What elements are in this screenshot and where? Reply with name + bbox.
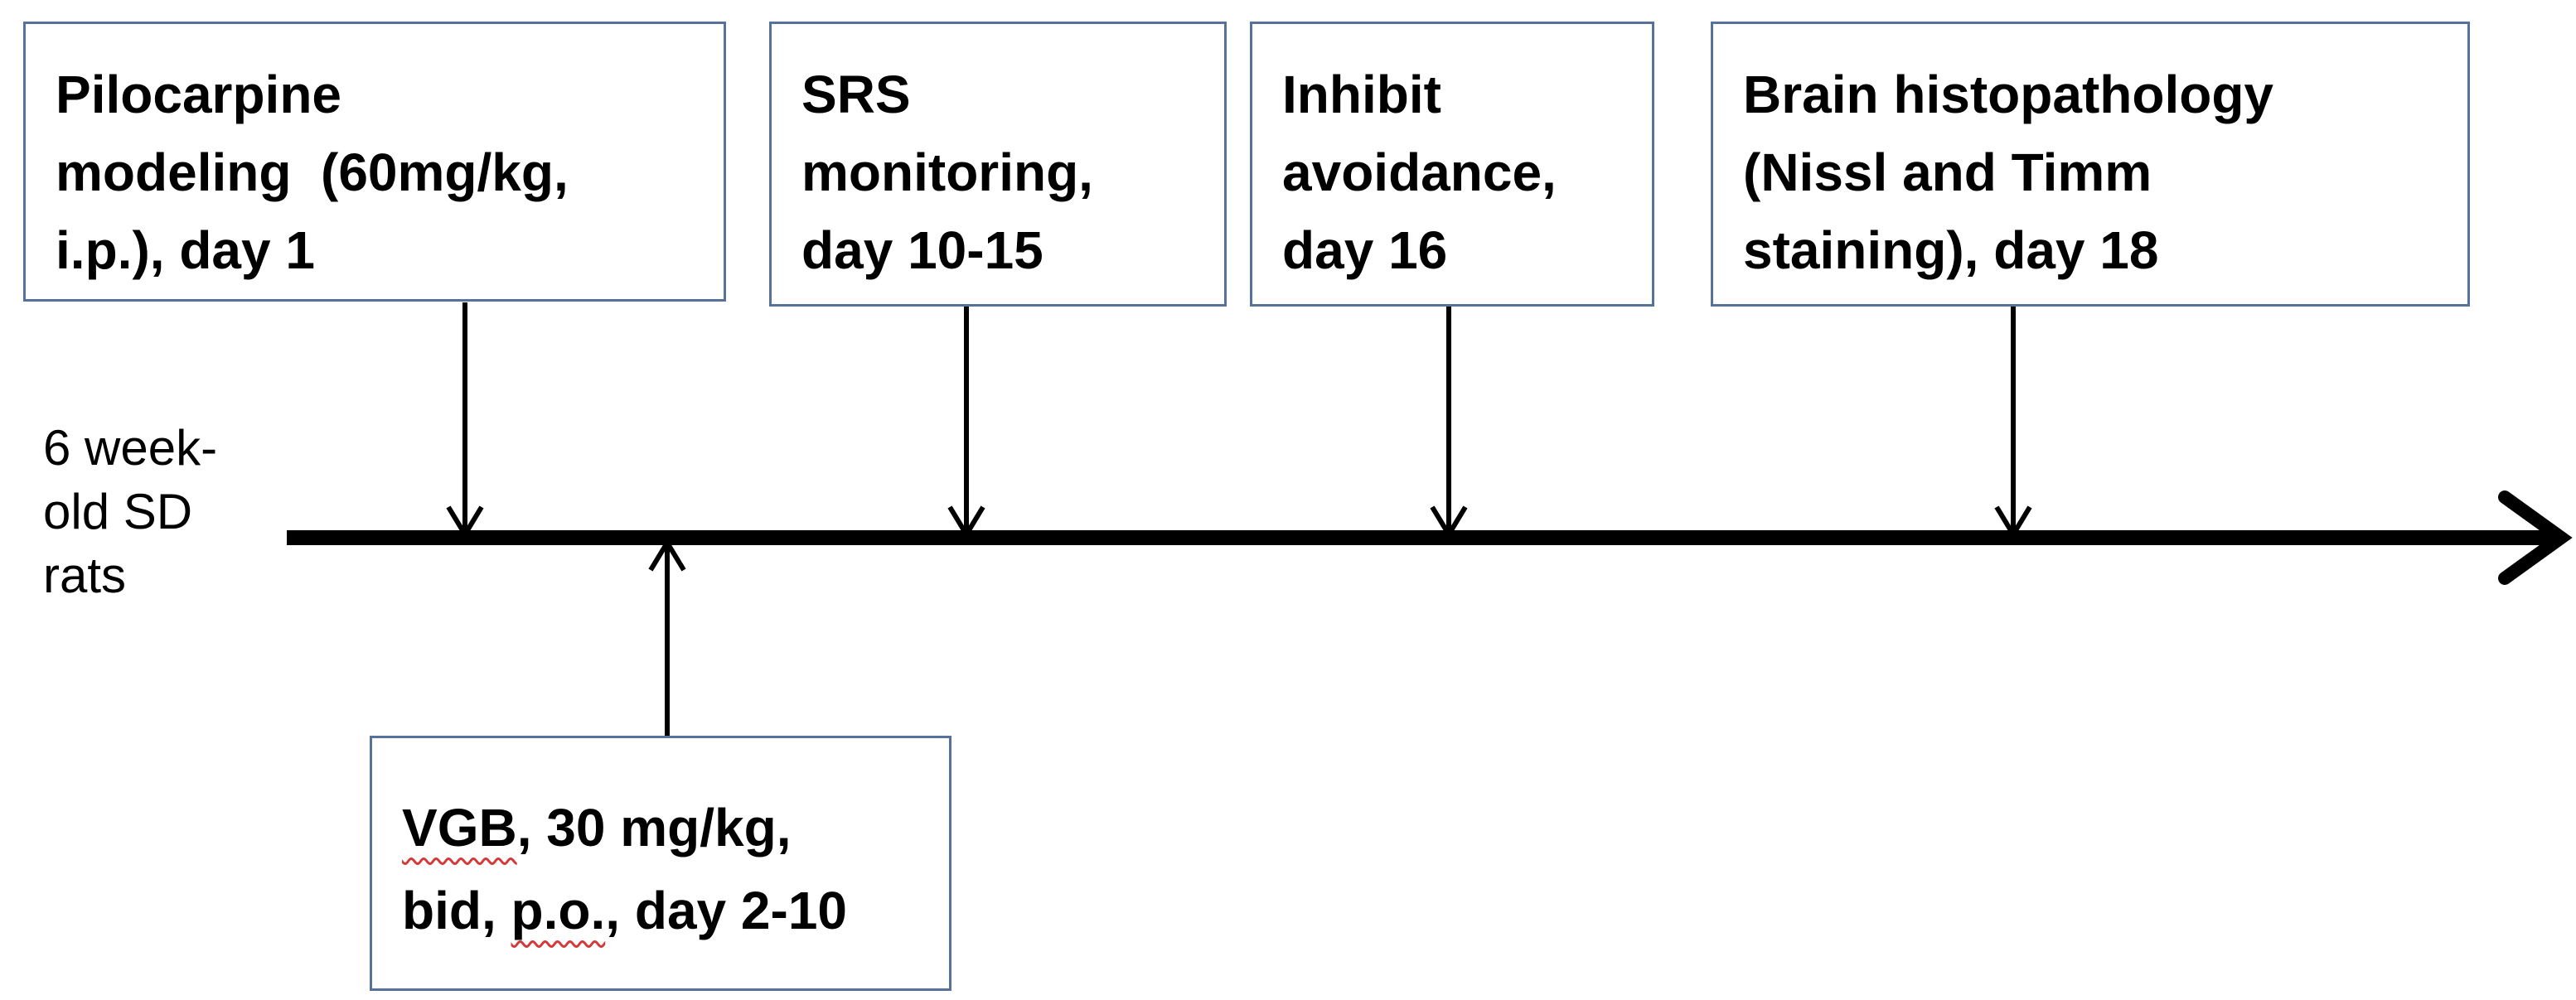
event-text-line: avoidance, [1282, 143, 1557, 202]
event-text-line: SRS [801, 65, 911, 124]
start-label-line: 6 week- [43, 420, 218, 476]
event-arrow-srs [947, 302, 985, 539]
vgb-term: VGB [402, 798, 517, 857]
event-text-line: bid, p.o., day 2-10 [402, 869, 919, 952]
event-box-histopathology: Brain histopathology (Nissl and Timm sta… [1711, 22, 2470, 307]
start-label-line: rats [43, 548, 127, 603]
event-text-line: modeling (60mg/kg, [56, 143, 569, 202]
event-text-line: VGB, 30 mg/kg, [402, 786, 919, 869]
start-label-line: old SD [43, 484, 193, 539]
event-box-inhibit: Inhibit avoidance, day 16 [1250, 22, 1654, 307]
start-label: 6 week- old SD rats [43, 416, 217, 607]
event-text-line: Brain histopathology [1743, 65, 2273, 124]
event-text-line: monitoring, [801, 143, 1093, 202]
event-text-line: Inhibit [1282, 65, 1441, 124]
event-text-line: day 16 [1282, 220, 1448, 280]
event-text-line: i.p.), day 1 [56, 220, 315, 280]
event-box-srs: SRS monitoring, day 10-15 [769, 22, 1227, 307]
event-box-vgb: VGB, 30 mg/kg, bid, p.o., day 2-10 [370, 736, 951, 991]
event-text-line: Pilocarpine [56, 65, 341, 124]
event-arrow-pilocarpine [446, 302, 484, 539]
timeline-arrowhead [2498, 490, 2573, 585]
vgb-dose-text: , 30 mg/kg, [516, 798, 792, 857]
event-text-line: day 10-15 [801, 220, 1043, 280]
event-text-line: (Nissl and Timm [1743, 143, 2152, 202]
event-arrow-histopathology [1994, 302, 2032, 539]
vgb-frequency-text: bid, [402, 881, 511, 940]
event-box-pilocarpine: Pilocarpine modeling (60mg/kg, i.p.), da… [23, 22, 726, 302]
vgb-route-term: p.o. [511, 881, 606, 940]
event-arrow-vgb [648, 538, 686, 736]
event-arrow-inhibit [1430, 302, 1468, 539]
vgb-days-text: , day 2-10 [605, 881, 847, 940]
event-text-line: staining), day 18 [1743, 220, 2159, 280]
